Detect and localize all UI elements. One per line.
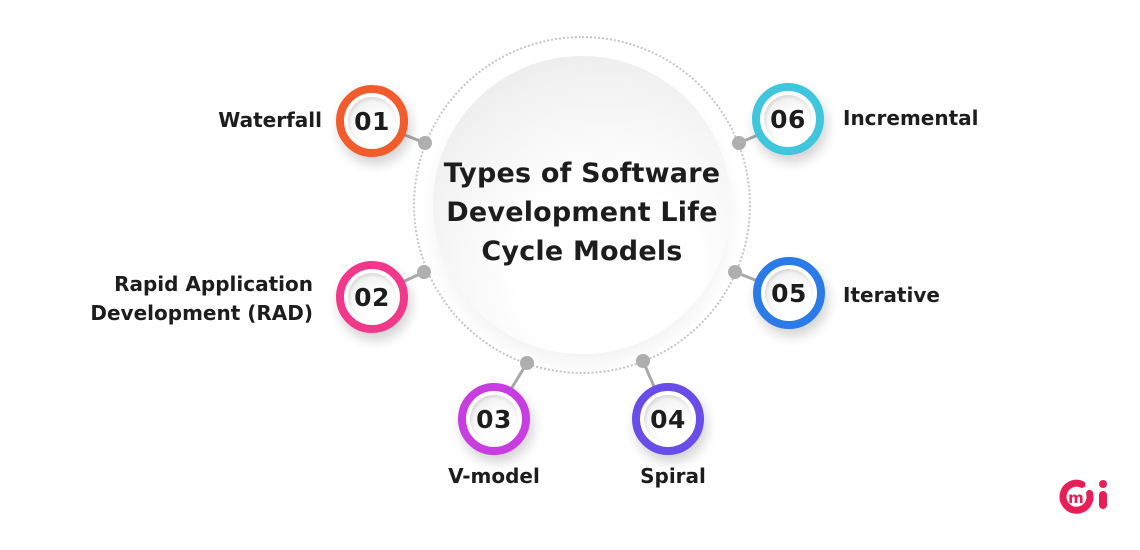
title-line-1: Types of Software bbox=[443, 157, 721, 189]
node-incremental: 06 bbox=[752, 83, 824, 155]
node-inner-rad: 02 bbox=[348, 273, 396, 321]
diagram-title: Types of Software Development Life Cycle… bbox=[444, 154, 720, 271]
brand-logo-icon: m bbox=[1059, 479, 1107, 514]
node-number-waterfall: 01 bbox=[354, 106, 390, 136]
node-rad: 02 bbox=[336, 261, 408, 333]
label-rad: Rapid Application Development (RAD) bbox=[63, 270, 313, 328]
title-line-3: Cycle Models bbox=[481, 235, 683, 267]
node-number-rad: 02 bbox=[354, 282, 390, 312]
logo-i-dot bbox=[1099, 480, 1107, 488]
node-number-incremental: 06 bbox=[770, 104, 806, 134]
node-inner-iterative: 05 bbox=[765, 269, 813, 317]
label-rad-line-1: Rapid Application bbox=[114, 272, 313, 296]
node-spiral: 04 bbox=[632, 383, 704, 455]
label-vmodel: V-model bbox=[448, 464, 540, 488]
node-waterfall: 01 bbox=[336, 85, 408, 157]
node-ring-rad: 02 bbox=[336, 261, 408, 333]
center-circle: Types of Software Development Life Cycle… bbox=[433, 56, 731, 354]
node-ring-iterative: 05 bbox=[753, 257, 825, 329]
title-line-2: Development Life bbox=[446, 196, 718, 228]
node-ring-incremental: 06 bbox=[752, 83, 824, 155]
label-waterfall: Waterfall bbox=[218, 108, 322, 132]
node-vmodel: 03 bbox=[458, 383, 530, 455]
node-ring-waterfall: 01 bbox=[336, 85, 408, 157]
node-inner-spiral: 04 bbox=[644, 395, 692, 443]
node-number-iterative: 05 bbox=[771, 278, 807, 308]
logo-m-letter: m bbox=[1068, 489, 1084, 507]
node-inner-incremental: 06 bbox=[764, 95, 812, 143]
node-ring-spiral: 04 bbox=[632, 383, 704, 455]
label-spiral: Spiral bbox=[640, 464, 706, 488]
logo-i-stem bbox=[1099, 491, 1107, 509]
node-number-vmodel: 03 bbox=[476, 404, 512, 434]
node-inner-waterfall: 01 bbox=[348, 97, 396, 145]
node-number-spiral: 04 bbox=[650, 404, 686, 434]
label-incremental: Incremental bbox=[843, 106, 979, 130]
label-rad-line-2: Development (RAD) bbox=[90, 301, 313, 325]
node-iterative: 05 bbox=[753, 257, 825, 329]
node-ring-vmodel: 03 bbox=[458, 383, 530, 455]
brand-logo: m bbox=[1057, 475, 1123, 519]
label-iterative: Iterative bbox=[843, 283, 940, 307]
logo-c-arc bbox=[1059, 479, 1094, 514]
dotted-orbit-circle bbox=[413, 36, 751, 374]
node-inner-vmodel: 03 bbox=[470, 395, 518, 443]
